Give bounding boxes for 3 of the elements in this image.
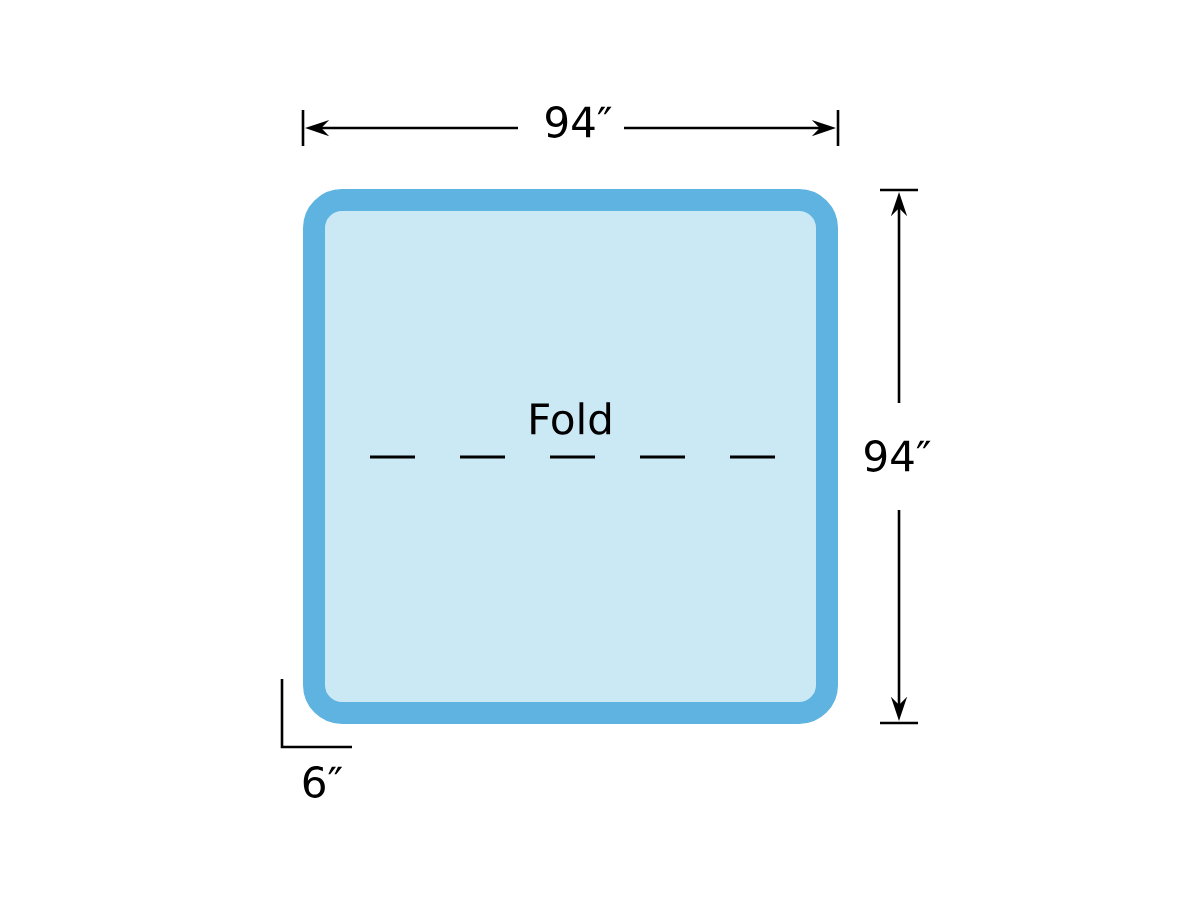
dimension-label: 6″ [303,766,343,798]
dimension-label: 94″ [865,440,931,472]
dimension-label: 94″ [546,106,612,138]
